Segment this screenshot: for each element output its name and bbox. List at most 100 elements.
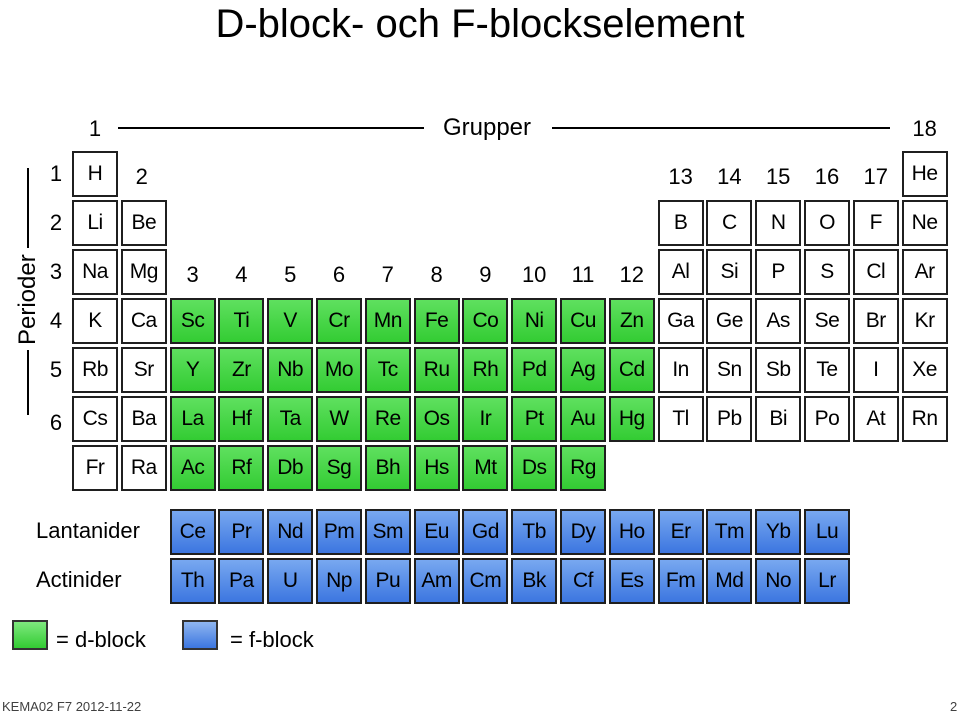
element-cell-u: U [267, 558, 314, 604]
element-cell-po: Po [804, 396, 850, 442]
element-cell-pd: Pd [511, 347, 558, 393]
element-cell-zn: Zn [608, 298, 655, 344]
group-number-8: 8 [430, 262, 443, 287]
group-number-5: 5 [284, 262, 297, 287]
element-cell-fr: Fr [72, 445, 118, 491]
group-number-1: 1 [88, 116, 102, 141]
element-cell-cl: Cl [852, 249, 899, 295]
element-cell-ir: Ir [462, 396, 509, 442]
element-cell-tb: Tb [511, 509, 558, 555]
element-cell-nb: Nb [267, 347, 314, 393]
group-number-10: 10 [521, 262, 547, 287]
element-cell-au: Au [560, 396, 606, 442]
element-cell-ba: Ba [120, 396, 167, 442]
element-cell-am: Am [413, 558, 460, 604]
element-cell-te: Te [804, 347, 850, 393]
period-number-5: 5 [49, 357, 63, 382]
element-cell-no: No [755, 558, 802, 604]
element-cell-in: In [657, 347, 704, 393]
element-cell-ho: Ho [608, 509, 655, 555]
element-cell-be: Be [120, 200, 167, 246]
element-cell-ga: Ga [657, 298, 704, 344]
element-cell-rb: Rb [72, 347, 118, 393]
element-cell-co: Co [462, 298, 509, 344]
element-cell-fm: Fm [657, 558, 704, 604]
periods-line-bottom [27, 350, 29, 415]
element-cell-yb: Yb [755, 509, 802, 555]
element-cell-ds: Ds [511, 445, 558, 491]
element-cell-pm: Pm [316, 509, 362, 555]
group-number-7: 7 [381, 262, 394, 287]
element-cell-n: N [755, 200, 802, 246]
group-number-13: 13 [668, 164, 693, 189]
element-cell-o: O [804, 200, 850, 246]
periods-header: Perioder [14, 254, 41, 345]
element-cell-ru: Ru [413, 347, 460, 393]
element-cell-eu: Eu [413, 509, 460, 555]
element-cell-k: K [72, 298, 118, 344]
period-number-1: 1 [49, 161, 63, 186]
element-cell-ar: Ar [901, 249, 948, 295]
element-cell-er: Er [657, 509, 704, 555]
element-cell-rf: Rf [218, 445, 265, 491]
element-cell-sc: Sc [169, 298, 216, 344]
element-cell-ra: Ra [120, 445, 167, 491]
element-cell-cd: Cd [608, 347, 655, 393]
f-block-legend-label: = f-block [230, 627, 314, 652]
element-cell-mn: Mn [364, 298, 411, 344]
element-cell-f: F [852, 200, 899, 246]
element-cell-mo: Mo [316, 347, 362, 393]
element-cell-si: Si [706, 249, 753, 295]
element-cell-rn: Rn [901, 396, 948, 442]
element-cell-hs: Hs [413, 445, 460, 491]
element-cell-b: B [657, 200, 704, 246]
element-cell-pu: Pu [364, 558, 411, 604]
element-cell-kr: Kr [901, 298, 948, 344]
element-cell-lu: Lu [804, 509, 850, 555]
element-cell-es: Es [608, 558, 655, 604]
element-cell-hg: Hg [608, 396, 655, 442]
element-cell-ge: Ge [706, 298, 753, 344]
element-cell-p: P [755, 249, 802, 295]
element-cell-ca: Ca [120, 298, 167, 344]
d-block-swatch [12, 620, 48, 650]
period-number-2: 2 [49, 210, 63, 235]
element-cell-as: As [755, 298, 802, 344]
element-cell-bi: Bi [755, 396, 802, 442]
element-cell-ta: Ta [267, 396, 314, 442]
footer-course-date: KEMA02 F7 2012-11-22 [2, 699, 142, 714]
f-block-swatch [182, 620, 218, 650]
element-cell-c: C [706, 200, 753, 246]
element-cell-al: Al [657, 249, 704, 295]
element-cell-he: He [901, 151, 948, 197]
element-cell-na: Na [72, 249, 118, 295]
group-number-2: 2 [135, 164, 148, 189]
actinides-label: Actinider [36, 567, 122, 592]
group-number-4: 4 [235, 262, 248, 287]
period-number-6: 6 [49, 410, 63, 435]
element-cell-w: W [316, 396, 362, 442]
element-cell-zr: Zr [218, 347, 265, 393]
element-cell-dy: Dy [560, 509, 606, 555]
element-cell-rh: Rh [462, 347, 509, 393]
element-cell-mt: Mt [462, 445, 509, 491]
group-number-15: 15 [765, 164, 791, 189]
element-cell-s: S [804, 249, 850, 295]
element-cell-ti: Ti [218, 298, 265, 344]
element-cell-at: At [852, 396, 899, 442]
groups-header: Grupper [442, 114, 532, 141]
element-cell-sg: Sg [316, 445, 362, 491]
element-cell-li: Li [72, 200, 118, 246]
group-number-6: 6 [332, 262, 346, 287]
element-cell-cm: Cm [462, 558, 509, 604]
element-cell-tc: Tc [364, 347, 411, 393]
period-number-4: 4 [49, 308, 63, 333]
group-number-18: 18 [912, 116, 937, 141]
element-cell-se: Se [804, 298, 850, 344]
element-cell-rg: Rg [560, 445, 606, 491]
element-cell-tl: Tl [657, 396, 704, 442]
element-cell-re: Re [364, 396, 411, 442]
element-cell-db: Db [267, 445, 314, 491]
element-cell-md: Md [706, 558, 753, 604]
period-number-3: 3 [49, 259, 63, 284]
